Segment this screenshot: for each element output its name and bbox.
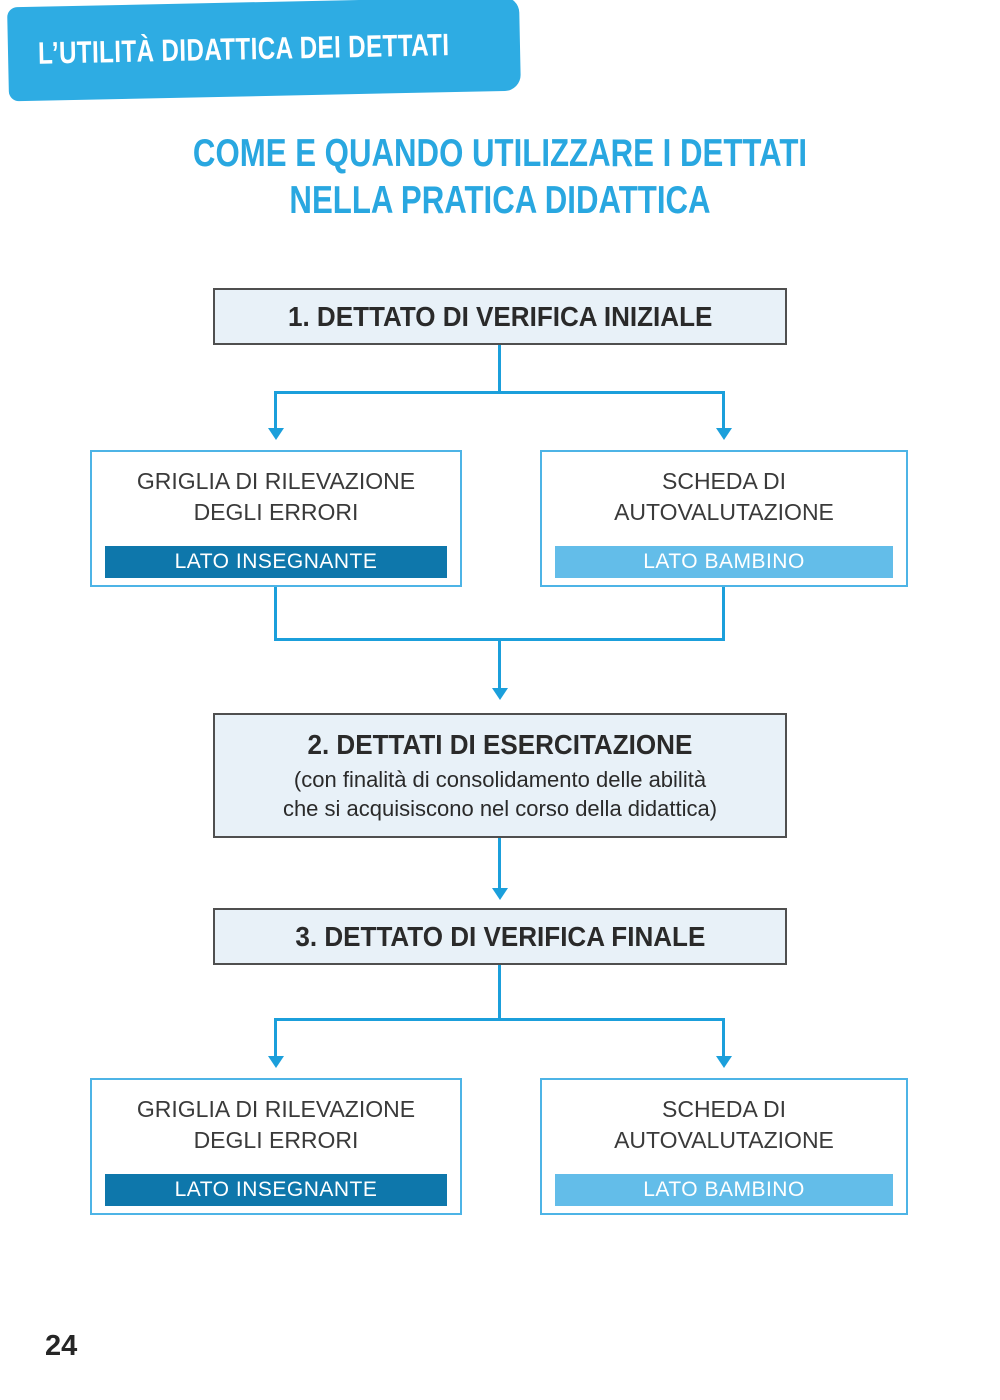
teacher-band-label: LATO INSEGNANTE [174, 550, 378, 573]
page-number: 24 [45, 1330, 78, 1362]
connector-split-bar-bottom [274, 1018, 725, 1021]
teacher-band: LATO INSEGNANTE [105, 1174, 447, 1206]
child-card-bottom: SCHEDA DI AUTOVALUTAZIONE LATO BAMBINO [540, 1078, 908, 1215]
arrowhead-down-icon [716, 1056, 732, 1068]
step2-subtitle-line1: (con finalità di consolidamento delle ab… [293, 766, 707, 792]
arrowhead-down-icon [492, 888, 508, 900]
step2-subtitle-line2: che si acquisiscono nel corso della dida… [282, 795, 718, 821]
step3-label: 3. DETTATO DI VERIFICA FINALE [295, 920, 705, 952]
connector-step2-stem [498, 638, 501, 688]
child-card-top: SCHEDA DI AUTOVALUTAZIONE LATO BAMBINO [540, 450, 908, 587]
connector-merge-right [722, 587, 725, 639]
teacher-card-top: GRIGLIA DI RILEVAZIONE DEGLI ERRORI LATO… [90, 450, 462, 587]
teacher-card-title-line2: DEGLI ERRORI [193, 499, 359, 525]
child-card-title-line1: SCHEDA DI [662, 1096, 786, 1122]
connector-step3-stem [498, 838, 501, 888]
step2-box: 2. DETTATI DI ESERCITAZIONE (con finalit… [213, 713, 787, 838]
teacher-card-title-line1: GRIGLIA DI RILEVAZIONE [136, 468, 416, 494]
page-title: COME E QUANDO UTILIZZARE I DETTATI NELLA… [100, 130, 900, 224]
child-band: LATO BAMBINO [555, 546, 893, 578]
teacher-card-bottom: GRIGLIA DI RILEVAZIONE DEGLI ERRORI LATO… [90, 1078, 462, 1215]
child-band: LATO BAMBINO [555, 1174, 893, 1206]
child-card-title: SCHEDA DI AUTOVALUTAZIONE [542, 1094, 906, 1156]
step3-box: 3. DETTATO DI VERIFICA FINALE [213, 908, 787, 965]
child-card-title-line2: AUTOVALUTAZIONE [614, 1127, 834, 1153]
child-card-title: SCHEDA DI AUTOVALUTAZIONE [542, 466, 906, 528]
teacher-card-title: GRIGLIA DI RILEVAZIONE DEGLI ERRORI [92, 1094, 460, 1156]
chapter-banner: L’UTILITÀ DIDATTICA DEI DETTATI [7, 0, 521, 102]
step2-subtitle: (con finalità di consolidamento delle ab… [283, 765, 717, 823]
connector-split-bar-top [274, 391, 725, 394]
arrowhead-down-icon [492, 688, 508, 700]
arrowhead-down-icon [268, 1056, 284, 1068]
connector-drop-left-bottom [274, 1018, 277, 1056]
step1-box: 1. DETTATO DI VERIFICA INIZIALE [213, 288, 787, 345]
child-card-title-line1: SCHEDA DI [662, 468, 786, 494]
child-band-label: LATO BAMBINO [643, 550, 805, 573]
step1-label: 1. DETTATO DI VERIFICA INIZIALE [287, 300, 713, 332]
page-title-line1: COME E QUANDO UTILIZZARE I DETTATI [192, 132, 808, 175]
child-card-title-line2: AUTOVALUTAZIONE [614, 499, 834, 525]
teacher-card-title-line2: DEGLI ERRORI [193, 1127, 359, 1153]
step2-label: 2. DETTATI DI ESERCITAZIONE [307, 728, 693, 760]
connector-drop-left-top [274, 391, 277, 428]
connector-drop-right-bottom [722, 1018, 725, 1056]
teacher-card-title-line1: GRIGLIA DI RILEVAZIONE [136, 1096, 416, 1122]
teacher-band: LATO INSEGNANTE [105, 546, 447, 578]
teacher-card-title: GRIGLIA DI RILEVAZIONE DEGLI ERRORI [92, 466, 460, 528]
connector-step3-out-stem [498, 965, 501, 1019]
teacher-band-label: LATO INSEGNANTE [174, 1178, 378, 1201]
arrowhead-down-icon [716, 428, 732, 440]
chapter-banner-label: L’UTILITÀ DIDATTICA DEI DETTATI [37, 27, 450, 71]
connector-step1-stem [498, 345, 501, 391]
arrowhead-down-icon [268, 428, 284, 440]
connector-drop-right-top [722, 391, 725, 428]
child-band-label: LATO BAMBINO [643, 1178, 805, 1201]
page-title-line2: NELLA PRATICA DIDATTICA [289, 179, 711, 222]
connector-merge-left [274, 587, 277, 639]
